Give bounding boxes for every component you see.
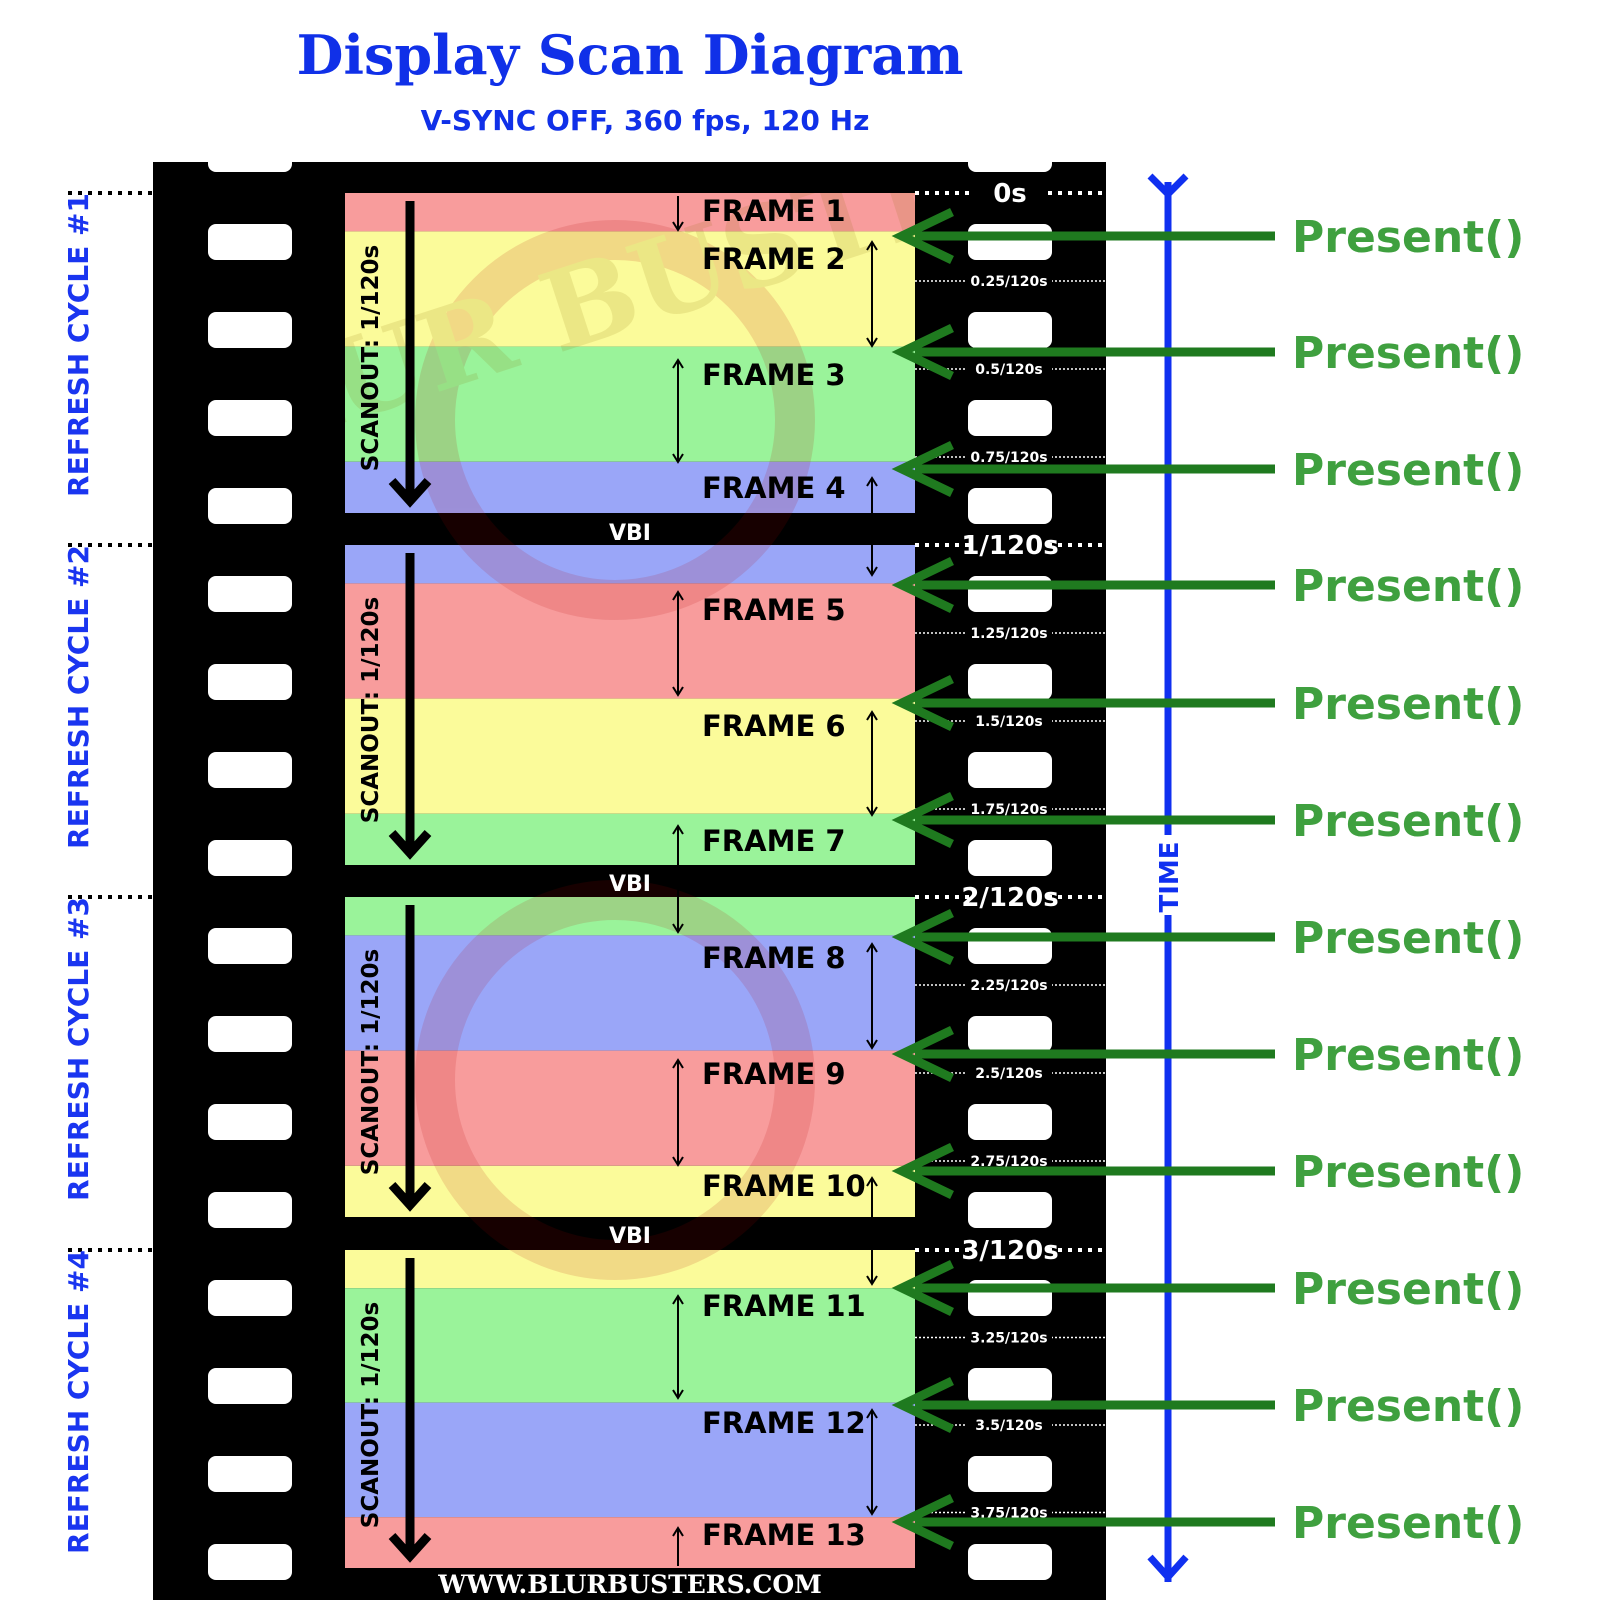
refresh-cycle-label-3: REFRESH CYCLE #3 — [62, 897, 95, 1201]
minor-time-label: 0.25/120s — [970, 274, 1047, 290]
scanout-label: SCANOUT: 1/120s — [358, 597, 384, 823]
present-call-label: Present() — [1292, 1147, 1524, 1198]
sprocket-hole-right — [968, 1544, 1052, 1580]
sprocket-hole-right — [968, 488, 1052, 524]
frame-label-10: FRAME 10 — [702, 1169, 866, 1203]
sprocket-hole-left — [208, 1544, 292, 1580]
present-call-label: Present() — [1292, 561, 1524, 612]
frame-label-9: FRAME 9 — [702, 1057, 846, 1091]
diagram-subtitle: V-SYNC OFF, 360 fps, 120 Hz — [421, 104, 870, 137]
time-axis: TIME — [1150, 176, 1186, 1582]
minor-time-label: 2.25/120s — [970, 978, 1047, 994]
frame-label-8: FRAME 8 — [702, 941, 846, 975]
sprocket-hole-right — [968, 1104, 1052, 1140]
present-call-label: Present() — [1292, 328, 1524, 379]
minor-time-label: 3.25/120s — [970, 1331, 1047, 1347]
sprocket-hole-right — [968, 840, 1052, 876]
sprocket-hole-left — [208, 928, 292, 964]
sprocket-hole-left — [208, 312, 292, 348]
minor-time-label: 1.25/120s — [970, 626, 1047, 642]
sprocket-hole-right — [968, 664, 1052, 700]
present-call-label: Present() — [1292, 796, 1524, 847]
sprocket-hole-left — [208, 488, 292, 524]
sprocket-hole-right — [968, 224, 1052, 260]
frame-label-13: FRAME 13 — [702, 1518, 866, 1552]
sprocket-hole-left — [208, 664, 292, 700]
scanout-label: SCANOUT: 1/120s — [358, 949, 384, 1175]
frame-label-2: FRAME 2 — [702, 242, 846, 276]
frame-band-4 — [345, 545, 915, 583]
present-call-label: Present() — [1292, 913, 1524, 964]
frame-label-12: FRAME 12 — [702, 1406, 866, 1440]
present-call-label: Present() — [1292, 1030, 1524, 1081]
scanout-label: SCANOUT: 1/120s — [358, 245, 384, 471]
minor-time-label: 1.5/120s — [975, 714, 1042, 730]
diagram-title: Display Scan Diagram — [297, 23, 964, 87]
time-axis-label: TIME — [1155, 841, 1185, 912]
vbi-label: VBI — [609, 1224, 651, 1249]
present-call-label: Present() — [1292, 679, 1524, 730]
present-call-label: Present() — [1292, 1498, 1524, 1549]
vbi-label: VBI — [609, 521, 651, 546]
sprocket-hole-left — [208, 1192, 292, 1228]
sprocket-hole-left — [208, 224, 292, 260]
sprocket-hole-right — [968, 400, 1052, 436]
frame-label-11: FRAME 11 — [702, 1289, 866, 1323]
minor-time-label: 0.5/120s — [975, 362, 1042, 378]
major-time-label: 3/120s — [961, 1236, 1058, 1266]
major-time-label: 0s — [993, 179, 1027, 209]
frame-label-3: FRAME 3 — [702, 358, 846, 392]
sprocket-hole-right — [968, 136, 1052, 172]
refresh-cycle-label-1: REFRESH CYCLE #1 — [62, 193, 95, 497]
frame-label-5: FRAME 5 — [702, 593, 846, 627]
sprocket-hole-left — [208, 1280, 292, 1316]
sprocket-hole-left — [208, 1016, 292, 1052]
website-url: WWW.BLURBUSTERS.COM — [437, 1570, 822, 1599]
scanout-label: SCANOUT: 1/120s — [358, 1302, 384, 1528]
sprocket-hole-right — [968, 1368, 1052, 1404]
major-time-label: 1/120s — [961, 531, 1058, 561]
sprocket-hole-left — [208, 576, 292, 612]
sprocket-hole-left — [208, 136, 292, 172]
sprocket-hole-left — [208, 840, 292, 876]
sprocket-hole-right — [968, 1192, 1052, 1228]
present-call-label: Present() — [1292, 1264, 1524, 1315]
sprocket-hole-left — [208, 752, 292, 788]
minor-time-label: 2.5/120s — [975, 1066, 1042, 1082]
sprocket-hole-right — [968, 752, 1052, 788]
refresh-cycle-label-2: REFRESH CYCLE #2 — [62, 545, 95, 849]
vbi-label: VBI — [609, 872, 651, 897]
sprocket-hole-left — [208, 1104, 292, 1140]
frame-label-7: FRAME 7 — [702, 824, 846, 858]
refresh-cycle-labels: REFRESH CYCLE #1 REFRESH CYCLE #2 REFRESH … — [62, 193, 95, 1554]
present-call-label: Present() — [1292, 1381, 1524, 1432]
sprocket-hole-left — [208, 1456, 292, 1492]
minor-time-label: 0.75/120s — [970, 450, 1047, 466]
frame-label-4: FRAME 4 — [702, 471, 846, 505]
major-time-label: 2/120s — [961, 883, 1058, 913]
frame-label-1: FRAME 1 — [702, 194, 846, 228]
sprocket-hole-right — [968, 1456, 1052, 1492]
present-call-label: Present() — [1292, 445, 1524, 496]
sprocket-hole-left — [208, 1368, 292, 1404]
present-call-label: Present() — [1292, 212, 1524, 263]
sprocket-hole-right — [968, 1016, 1052, 1052]
refresh-cycle-label-4: REFRESH CYCLE #4 — [62, 1250, 95, 1554]
sprocket-hole-right — [968, 312, 1052, 348]
minor-time-label: 3.5/120s — [975, 1418, 1042, 1434]
frame-label-6: FRAME 6 — [702, 709, 846, 743]
sprocket-hole-left — [208, 400, 292, 436]
